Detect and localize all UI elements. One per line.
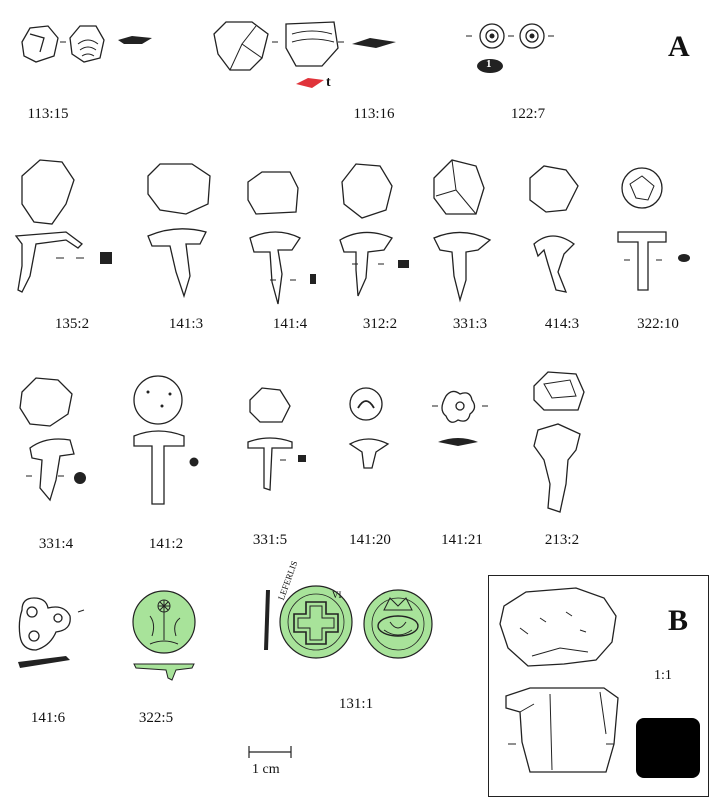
artifact-113-15-drawing bbox=[21, 25, 152, 63]
label-141-3: 141:3 bbox=[168, 316, 204, 332]
label-122-7: 122:7 bbox=[510, 106, 546, 122]
artifact-113-16-drawing bbox=[213, 21, 396, 88]
label-141-6: 141:6 bbox=[30, 710, 66, 726]
label-213-2: 213:2 bbox=[544, 532, 580, 548]
t-section-label: t bbox=[326, 75, 331, 90]
artifact-213-2-drawing bbox=[533, 371, 585, 513]
label-113-16: 113:16 bbox=[353, 106, 395, 122]
artifact-b-drawing bbox=[499, 587, 700, 778]
artifact-331-3-drawing bbox=[433, 159, 492, 303]
artifact-312-2-drawing bbox=[339, 163, 409, 297]
artifact-322-5-drawing bbox=[132, 590, 196, 681]
label-322-5: 322:5 bbox=[138, 710, 174, 726]
label-141-4: 141:4 bbox=[272, 316, 308, 332]
red-section-mark bbox=[296, 78, 324, 88]
label-113-15: 113:15 bbox=[27, 106, 69, 122]
artifact-331-4-drawing bbox=[19, 377, 86, 502]
coin-legend-reverse: VI bbox=[332, 590, 342, 600]
artifact-141-6-drawing bbox=[18, 597, 85, 668]
artifact-414-3-drawing bbox=[529, 165, 579, 293]
artifact-141-3-drawing bbox=[147, 163, 211, 299]
scale-bar-label: 1 cm bbox=[252, 762, 280, 777]
panel-b-frame bbox=[488, 575, 709, 797]
label-141-20: 141:20 bbox=[349, 532, 391, 548]
cross-section-number: 1 bbox=[486, 58, 492, 70]
artifact-141-2-drawing bbox=[133, 375, 199, 505]
artifact-141-4-drawing bbox=[247, 171, 316, 305]
artifact-141-20-drawing bbox=[348, 387, 390, 469]
label-141-2: 141:2 bbox=[148, 536, 184, 552]
panel-a-letter: A bbox=[668, 30, 690, 63]
artifact-122-7-drawing bbox=[466, 23, 554, 73]
artifact-b-section bbox=[636, 718, 700, 778]
label-322-10: 322:10 bbox=[637, 316, 679, 332]
artifact-131-1-drawing bbox=[264, 585, 433, 659]
label-141-21: 141:21 bbox=[441, 532, 483, 548]
label-414-3: 414:3 bbox=[544, 316, 580, 332]
label-331-4: 331:4 bbox=[38, 536, 74, 552]
artifact-322-10-drawing bbox=[617, 167, 690, 291]
artifact-331-5-drawing bbox=[247, 387, 306, 491]
panel-b-scale-ratio: 1:1 bbox=[654, 668, 672, 683]
label-135-2: 135:2 bbox=[54, 316, 90, 332]
label-131-1: 131:1 bbox=[338, 696, 374, 712]
label-331-3: 331:3 bbox=[452, 316, 488, 332]
panel-b-letter: B bbox=[668, 604, 689, 637]
label-312-2: 312:2 bbox=[362, 316, 398, 332]
scale-bar bbox=[248, 746, 292, 758]
artifact-135-2-drawing bbox=[14, 159, 112, 293]
artifact-141-21-drawing bbox=[432, 390, 488, 446]
label-331-5: 331:5 bbox=[252, 532, 288, 548]
